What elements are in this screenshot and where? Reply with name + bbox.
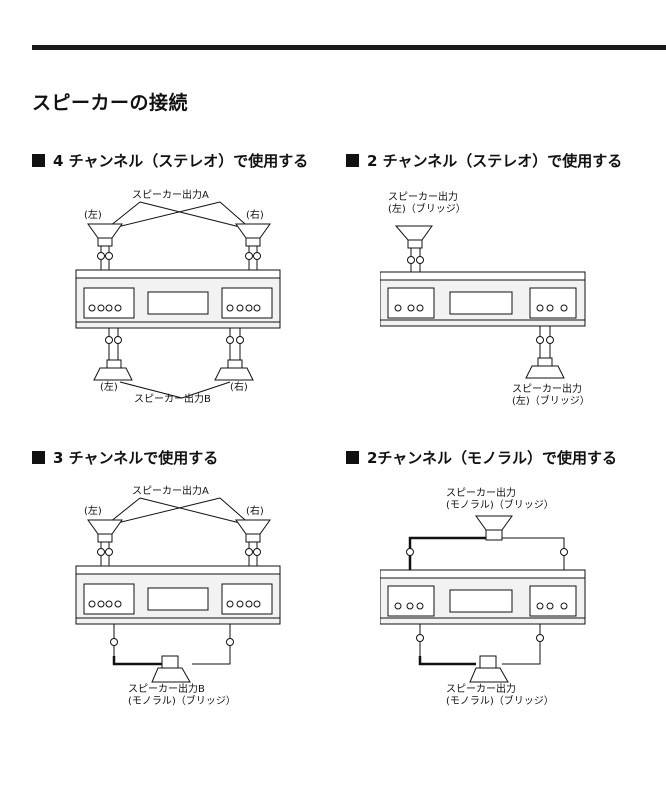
diagram-4ch-stereo: スピーカー出力A (左) (右) (左) (右) スピーカー出力B [70, 188, 290, 418]
diagram-2ch-stereo: スピーカー出力 (左)（ブリッジ） スピーカー出力 (左)（ブリッジ） [379, 188, 590, 418]
label-speaker-out-top-sub: (左)（ブリッジ） [388, 204, 466, 215]
label-speaker-out-b-sub: (モノラル)（ブリッジ） [128, 696, 236, 707]
label-speaker-out-top: スピーカー出力 [388, 192, 458, 203]
tag-right-top: (右) [246, 506, 264, 517]
label-speaker-out-top-sub: (モノラル)（ブリッジ） [446, 500, 554, 511]
tag-right-top: (右) [246, 210, 264, 221]
black-square-icon [32, 154, 45, 167]
label-speaker-out-bottom-sub: (モノラル)（ブリッジ） [446, 696, 554, 707]
label-speaker-out-bottom: スピーカー出力 [446, 684, 516, 695]
speaker-icon [87, 223, 123, 239]
page-title: スピーカーの接続 [32, 92, 189, 114]
section-heading-2ch-stereo: 2 チャンネル（ステレオ）で使用する [346, 150, 622, 171]
label-speaker-out-a: スピーカー出力A [132, 190, 209, 201]
tag-left-top: (左) [84, 210, 102, 221]
tag-left-bottom: (左) [100, 382, 118, 393]
label-speaker-out-top: スピーカー出力 [446, 488, 516, 499]
diagram-2ch-mono: スピーカー出力 (モノラル)（ブリッジ） スピーカー出力 (モノラル)（ブリッジ… [379, 486, 590, 716]
black-square-icon [32, 451, 45, 464]
black-square-icon [346, 451, 359, 464]
tag-right-bottom: (右) [230, 382, 248, 393]
black-square-icon [346, 154, 359, 167]
label-speaker-out-bottom-sub: (左)（ブリッジ） [512, 396, 590, 407]
section-heading-3ch: 3 チャンネルで使用する [32, 447, 218, 468]
label-speaker-out-bottom: スピーカー出力 [512, 384, 582, 395]
label-speaker-out-b: スピーカー出力B [134, 394, 211, 405]
tag-left-top: (左) [84, 506, 102, 517]
section-heading-4ch-stereo: 4 チャンネル（ステレオ）で使用する [32, 150, 308, 171]
section-heading-2ch-mono: 2チャンネル（モノラル）で使用する [346, 447, 617, 468]
label-speaker-out-a: スピーカー出力A [132, 486, 209, 497]
header-rule [32, 45, 666, 50]
label-speaker-out-b: スピーカー出力B [128, 684, 205, 695]
diagram-3ch: スピーカー出力A (左) (右) スピーカー出力B (モノラル)（ブリッジ） [70, 486, 290, 716]
